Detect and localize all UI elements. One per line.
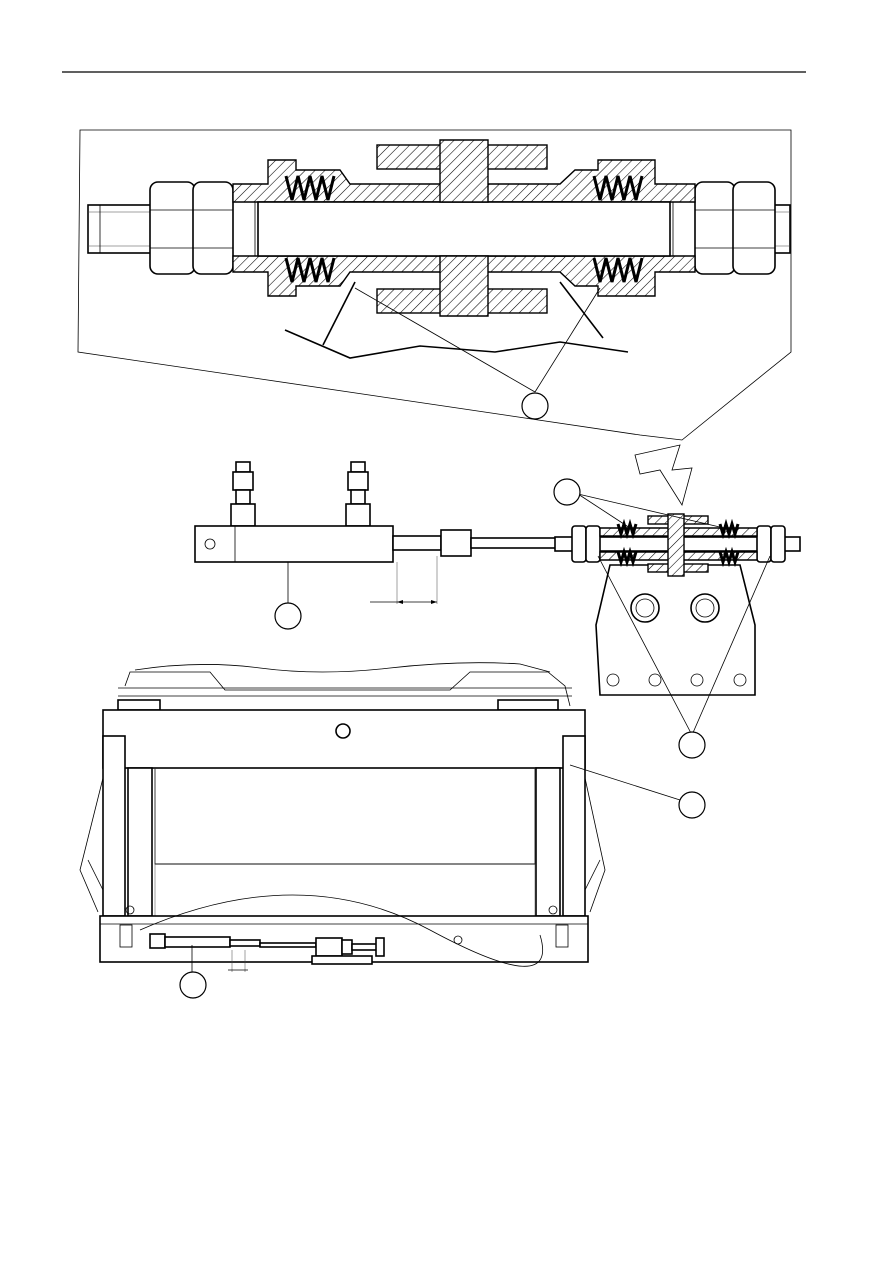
disc-spring-right — [592, 175, 644, 283]
hydraulic-cylinder — [194, 461, 562, 604]
view-arrow — [634, 444, 693, 506]
callout-circle-frame-cylinder — [179, 971, 207, 999]
hex-nut-left-outer — [149, 181, 196, 275]
detail-view — [77, 129, 792, 441]
callout-circle-mount-bottom — [678, 731, 706, 759]
hex-nut-left-inner — [192, 181, 234, 275]
callout-circle-frame — [678, 791, 706, 819]
detail-frame — [77, 129, 792, 441]
callout-circle-mount-top — [553, 478, 581, 506]
center-bracket — [376, 139, 548, 317]
frame-assembly — [79, 662, 681, 978]
callout-circle-cylinder — [274, 602, 302, 630]
detail-leaders — [284, 281, 629, 393]
spring-mount-assembly — [554, 493, 801, 736]
disc-spring-left — [284, 175, 336, 283]
hex-nut-right-outer — [732, 181, 776, 275]
callout-circle-detail — [521, 392, 549, 420]
threaded-rod-left — [87, 204, 154, 254]
central-shaft — [257, 201, 671, 257]
hex-nut-right-inner — [694, 181, 736, 275]
